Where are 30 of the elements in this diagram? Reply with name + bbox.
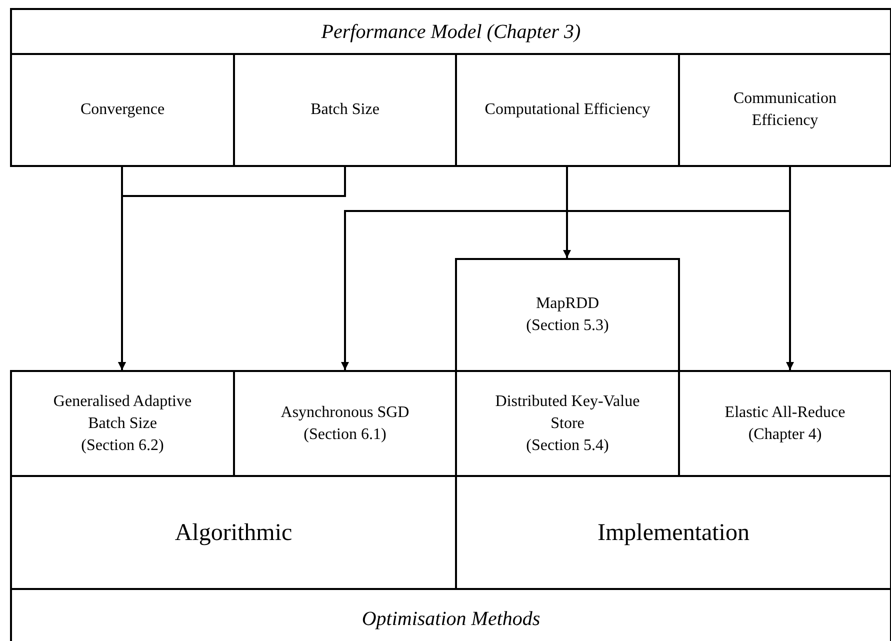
topic-box — [10, 370, 235, 477]
node-label: Convergence — [80, 100, 165, 120]
topic-box — [678, 370, 891, 477]
node-label: (Section 6.2) — [81, 436, 164, 456]
node-label: Implementation — [598, 518, 750, 548]
node-label: Algorithmic — [174, 518, 292, 548]
node-label: (Section 5.3) — [526, 316, 609, 336]
node-label: Communication Efficiency — [732, 89, 838, 131]
node-label: (Chapter 4) — [748, 424, 822, 444]
node-label: (Section 6.1) — [304, 424, 386, 444]
topic-box — [678, 53, 891, 167]
arrow — [118, 165, 346, 370]
node-label: (Section 5.4) — [526, 436, 609, 456]
node-label: MapRDD — [536, 294, 600, 314]
arrow — [563, 165, 571, 258]
heading-band — [10, 8, 891, 56]
topic-box — [233, 53, 457, 167]
node-label: Asynchronous SGD — [280, 402, 410, 422]
topic-box — [10, 53, 235, 167]
node-label: Batch Size — [310, 100, 380, 120]
node-label: Optimisation Methods — [362, 607, 540, 632]
heading-band — [10, 588, 891, 641]
node-label: Computational Efficiency — [484, 100, 650, 120]
node-label: Elastic All-Reduce — [724, 402, 846, 422]
topic-box — [455, 258, 680, 372]
node-label: Distributed Key-Value Store — [494, 392, 641, 434]
arrow — [786, 165, 794, 370]
node-label: Performance Model (Chapter 3) — [321, 20, 581, 45]
topic-box — [455, 53, 680, 167]
node-label: Generalised Adaptive Batch Size — [52, 392, 193, 434]
